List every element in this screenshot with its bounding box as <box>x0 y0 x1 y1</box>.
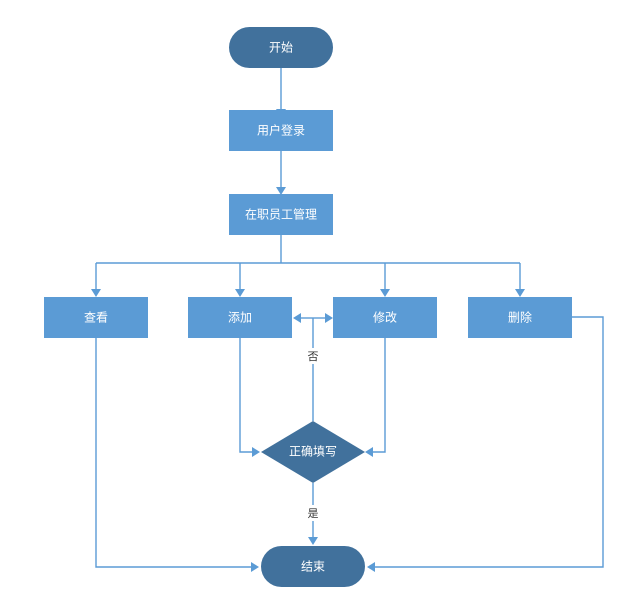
edge-modify-decision <box>372 338 386 453</box>
decision-label: 正确填写 <box>289 445 337 459</box>
arrow-to-view <box>91 289 101 297</box>
modify-label: 修改 <box>373 310 397 325</box>
edges <box>91 68 604 572</box>
decision-diamond-shape <box>261 421 365 483</box>
node-manage: 在职员工管理 <box>229 194 333 235</box>
node-delete: 删除 <box>468 297 572 338</box>
node-decision: 正确填写 <box>261 421 365 483</box>
arrow-add-to-decision <box>252 447 260 457</box>
arrow-to-delete <box>515 289 525 297</box>
edge-view-end <box>95 338 252 568</box>
end-terminal-shape <box>261 546 365 587</box>
arrow-yes-to-end <box>308 537 318 545</box>
edge-delete-end <box>374 316 604 568</box>
add-process-shape <box>188 297 292 338</box>
node-start: 开始 <box>229 27 333 68</box>
yes-label-background <box>306 505 320 521</box>
node-end: 结束 <box>261 546 365 587</box>
login-label: 用户登录 <box>257 123 305 138</box>
edge-add-decision <box>239 338 253 453</box>
arrow-no-to-add <box>293 313 301 323</box>
modify-process-shape <box>333 297 437 338</box>
delete-label: 删除 <box>508 310 532 325</box>
arrow-delete-to-end <box>367 562 375 572</box>
start-terminal-shape <box>229 27 333 68</box>
view-process-shape <box>44 297 148 338</box>
node-login: 用户登录 <box>229 110 333 151</box>
start-label: 开始 <box>269 41 293 55</box>
node-modify: 修改 <box>333 297 437 338</box>
delete-process-shape <box>468 297 572 338</box>
no-label-background <box>306 348 320 364</box>
node-view: 查看 <box>44 297 148 338</box>
arrow-no-to-modify <box>325 313 333 323</box>
add-label: 添加 <box>228 311 252 325</box>
node-add: 添加 <box>188 297 292 338</box>
edge-label-no: 否 <box>308 350 319 363</box>
arrow-to-modify <box>380 289 390 297</box>
arrow-modify-to-decision <box>365 447 373 457</box>
arrow-to-manage <box>276 187 286 195</box>
arrow-to-add <box>235 289 245 297</box>
manage-process-shape <box>229 194 333 235</box>
login-process-shape <box>229 110 333 151</box>
arrow-view-to-end <box>251 562 259 572</box>
end-label: 结束 <box>301 560 325 574</box>
view-label: 查看 <box>84 311 108 325</box>
edge-label-yes: 是 <box>308 507 319 520</box>
manage-label: 在职员工管理 <box>245 207 317 222</box>
